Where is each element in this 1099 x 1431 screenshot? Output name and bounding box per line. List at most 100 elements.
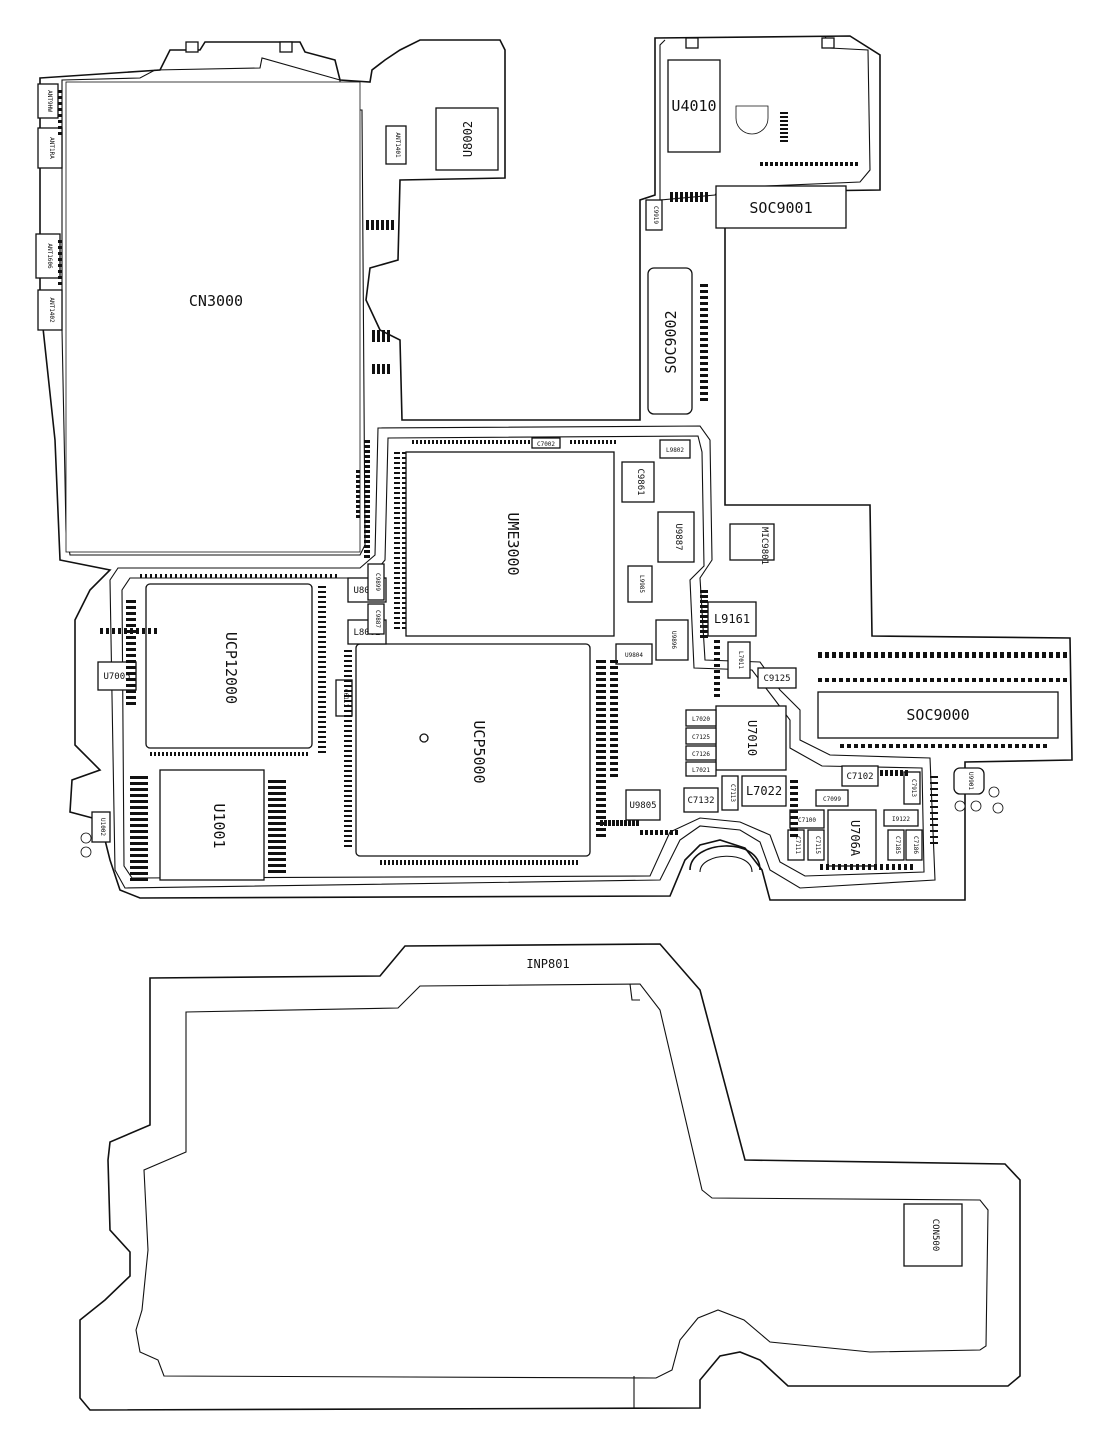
component-c7002[interactable]: C7002	[531, 437, 561, 449]
passive-pad	[402, 587, 406, 589]
passive-pad	[596, 780, 606, 783]
passive-pad	[394, 517, 400, 519]
component-l7020[interactable]: L7020	[685, 709, 717, 727]
passive-pad	[140, 574, 142, 578]
passive-pad	[126, 606, 136, 609]
label-ant1ra: ANT1RA	[48, 137, 55, 159]
passive-pad	[700, 356, 708, 359]
passive-pad	[394, 452, 400, 454]
component-c9887[interactable]: C9887	[367, 603, 385, 635]
passive-pad	[268, 810, 286, 813]
component-ant1402[interactable]: ANT1402	[37, 289, 63, 331]
passive-pad	[602, 440, 604, 444]
passive-pad	[364, 470, 370, 473]
component-u9896[interactable]: U9896	[655, 619, 689, 661]
component-c7913[interactable]: C7913	[903, 771, 921, 805]
passive-pad	[318, 686, 326, 688]
component-soc9002[interactable]: SOC9002	[647, 267, 693, 415]
passive-pad	[800, 162, 803, 166]
component-c7185[interactable]: C7185	[887, 829, 905, 861]
component-u1001[interactable]: U1001	[159, 769, 265, 881]
component-u706a[interactable]: U706A	[827, 809, 877, 867]
passive-pad	[830, 162, 833, 166]
passive-pad	[130, 788, 142, 791]
passive-pad	[596, 804, 606, 807]
component-u9805[interactable]: U9805	[625, 789, 661, 821]
component-c7132[interactable]: C7132	[683, 787, 719, 813]
component-c7113[interactable]: C7113	[721, 775, 739, 811]
passive-pad	[986, 652, 990, 658]
component-ucp5000[interactable]: UCP5000	[355, 643, 591, 857]
component-c9125[interactable]: C9125	[757, 667, 797, 689]
component-mic9801[interactable]: MIC9801	[729, 523, 775, 565]
passive-pad	[306, 752, 308, 756]
component-c7186[interactable]: C7186	[905, 829, 923, 861]
component-c9899[interactable]: C9899	[367, 563, 385, 601]
passive-pad	[464, 860, 466, 865]
component-u8002[interactable]: U8002	[435, 107, 499, 171]
passive-pad	[170, 574, 172, 578]
passive-pad	[700, 600, 708, 603]
component-l7022[interactable]: L7022	[741, 775, 787, 807]
passive-pad	[938, 744, 942, 748]
passive-pad	[318, 741, 326, 743]
component-u7010[interactable]: U7010	[715, 705, 787, 771]
passive-pad	[780, 112, 788, 114]
passive-pad	[214, 752, 216, 756]
passive-pad	[508, 440, 510, 444]
component-u9901[interactable]: U9901	[953, 767, 985, 795]
passive-pad	[930, 794, 938, 796]
passive-pad	[126, 654, 136, 657]
passive-pad	[610, 726, 618, 729]
component-cn3000[interactable]: CN3000	[65, 81, 361, 553]
component-ant1606[interactable]: ANT1606	[35, 233, 61, 279]
component-l7011[interactable]: L7011	[727, 641, 751, 679]
passive-pad	[394, 547, 400, 549]
passive-pad	[344, 830, 352, 832]
component-c7126[interactable]: C7126	[685, 745, 717, 761]
component-c9861[interactable]: C9861	[621, 461, 655, 503]
passive-pad	[1015, 744, 1019, 748]
component-soc9000[interactable]: SOC9000	[817, 691, 1059, 739]
passive-pad	[344, 835, 352, 837]
passive-pad	[394, 472, 400, 474]
passive-pad	[544, 860, 546, 865]
label-ucp12000: UCP12000	[222, 632, 240, 704]
component-c7115[interactable]: C7115	[807, 829, 825, 861]
component-c7099[interactable]: C7099	[815, 789, 849, 807]
component-i9122[interactable]: I9122	[883, 809, 919, 827]
passive-pad	[846, 678, 850, 682]
component-u9887[interactable]: U9887	[657, 511, 695, 563]
component-c7125[interactable]: C7125	[685, 727, 717, 745]
component-con500[interactable]: CON500	[903, 1203, 963, 1267]
passive-pad	[826, 864, 829, 870]
passive-pad	[194, 752, 196, 756]
component-ant1401[interactable]: ANT1401	[385, 125, 407, 165]
component-l9161[interactable]: L9161	[707, 601, 757, 637]
passive-pad	[344, 840, 352, 842]
component-l9985[interactable]: L9985	[627, 565, 653, 603]
label-c9899: C9899	[374, 573, 381, 591]
component-l9802[interactable]: L9802	[659, 439, 691, 459]
passive-pad	[402, 522, 406, 524]
component-ant9hw[interactable]: ANT9HW	[37, 83, 59, 119]
label-c7125: C7125	[692, 734, 710, 741]
passive-pad	[394, 627, 400, 629]
component-u1002[interactable]: U1002	[91, 811, 111, 843]
passive-pad	[432, 440, 434, 444]
passive-pad	[402, 572, 406, 574]
component-c9919[interactable]: C9919	[645, 199, 663, 231]
component-u9804[interactable]: U9804	[615, 643, 653, 665]
passive-pad	[902, 652, 906, 658]
component-c7102[interactable]: C7102	[841, 765, 879, 787]
passive-pad	[394, 602, 400, 604]
component-soc9001[interactable]: SOC9001	[715, 185, 847, 229]
component-ume3000[interactable]: UME3000	[405, 451, 615, 637]
passive-pad	[420, 440, 422, 444]
passive-pad	[145, 574, 147, 578]
passive-pad	[371, 220, 374, 230]
component-inp801[interactable]: INP801	[526, 957, 569, 971]
component-u4010[interactable]: U4010	[667, 59, 721, 153]
component-l7021[interactable]: L7021	[685, 761, 717, 777]
component-ucp12000[interactable]: UCP12000	[145, 583, 313, 749]
